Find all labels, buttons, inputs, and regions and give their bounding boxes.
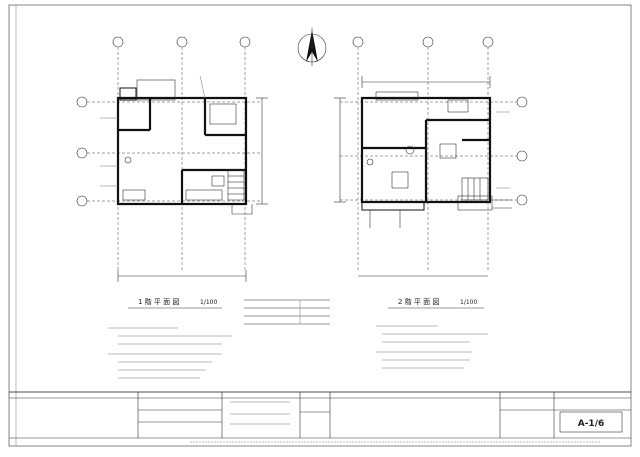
- plan-1f-scale: 1/100: [200, 299, 217, 306]
- grid-bubble-icon: [516, 150, 528, 162]
- plan-2f-title-block: 2 階 平 面 図 1/100: [388, 297, 484, 309]
- grid-bubble-icon: [176, 36, 188, 270]
- plan-1f-title: 1 階 平 面 図: [138, 297, 179, 306]
- stair-2f: [461, 177, 489, 201]
- grid-bubble-icon: [422, 36, 434, 270]
- title-block: A-1/6: [9, 391, 631, 443]
- sheet-number: A-1/6: [578, 419, 605, 429]
- grid-bubble-icon: [516, 194, 528, 206]
- north-arrow-icon: [297, 28, 327, 66]
- grid-bubble-icon: [516, 96, 528, 108]
- plan-2f: [334, 36, 528, 277]
- plan-2f-scale: 1/100: [460, 299, 477, 306]
- notes-1f: [108, 327, 232, 379]
- plan-1f-title-block: 1 階 平 面 図 1/100: [128, 297, 222, 309]
- sheet-border: [8, 4, 632, 447]
- notes-2f: [376, 325, 488, 369]
- stair-1f: [227, 169, 245, 201]
- grid-bubble-icon: [352, 36, 364, 270]
- plan-1f: [76, 36, 268, 282]
- grid-bubble-icon: [76, 96, 262, 108]
- grid-bubble-icon: [76, 147, 262, 159]
- grid-bubble-icon: [482, 36, 494, 270]
- area-table: [244, 299, 330, 325]
- plan-2f-title: 2 階 平 面 図: [398, 297, 439, 306]
- grid-bubble-icon: [76, 195, 262, 207]
